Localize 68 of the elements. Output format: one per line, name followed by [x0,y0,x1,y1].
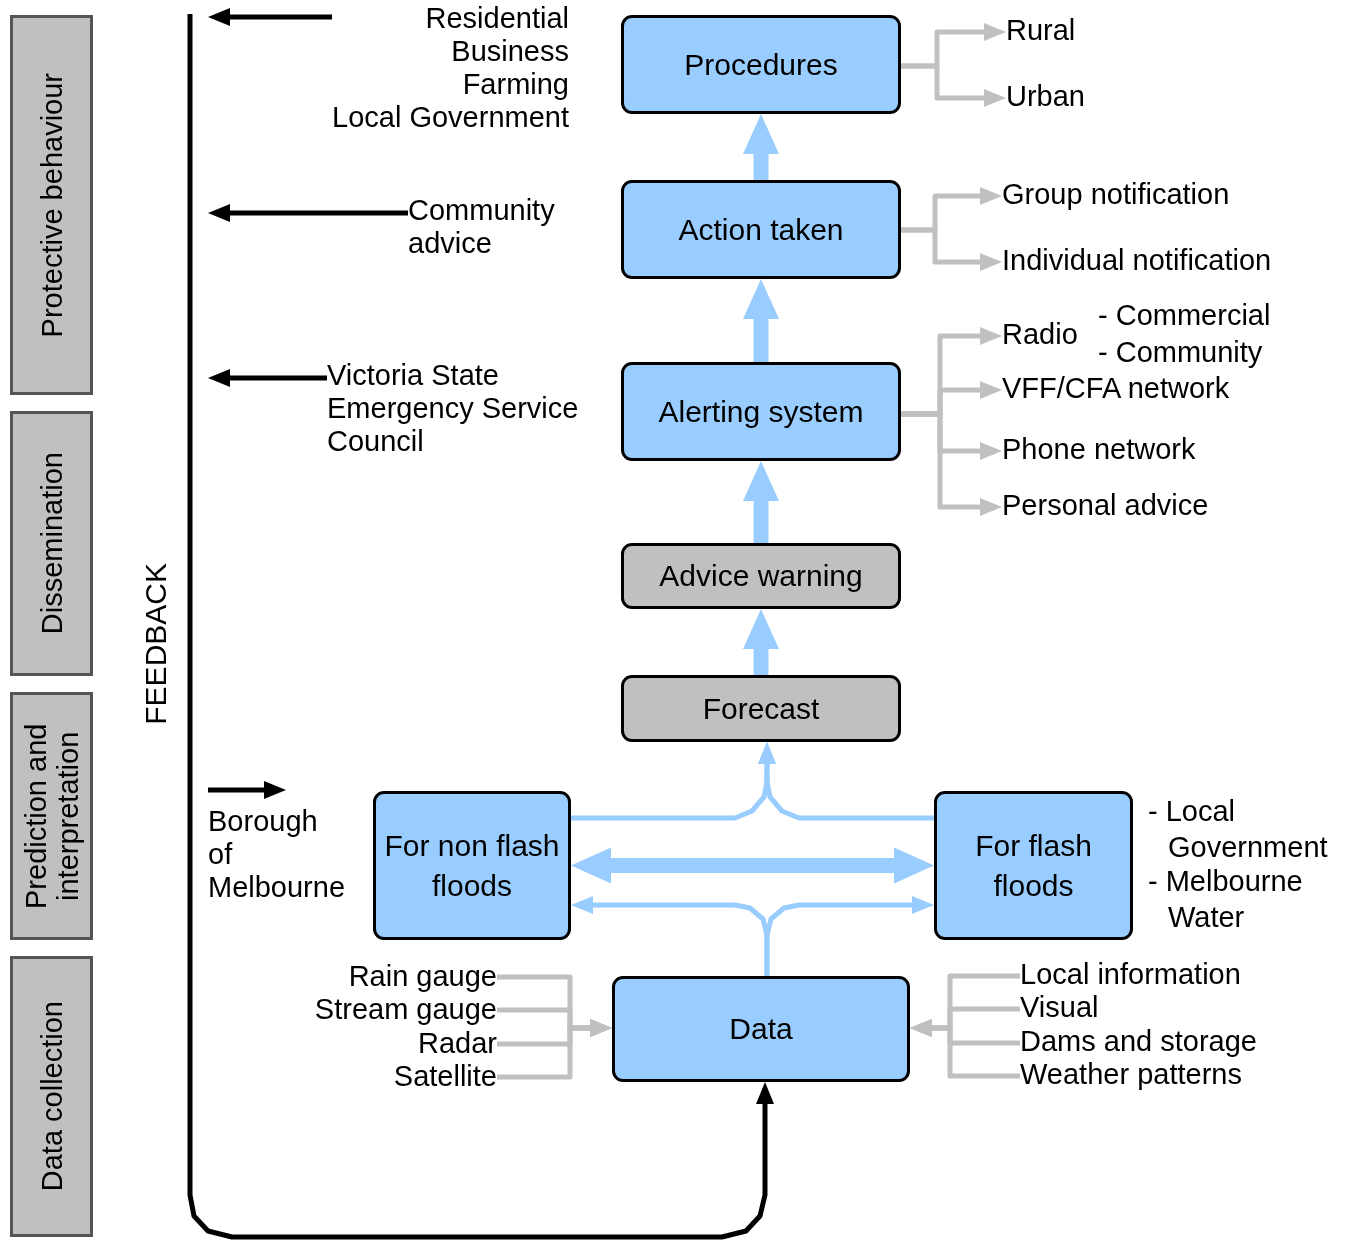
node-label: Weather patterns [1020,1058,1300,1092]
node-label: Council [327,425,424,458]
arrow [743,279,779,362]
node-label: Urban [1006,80,1126,116]
stage-band [10,15,93,395]
box-label: Data [729,1011,793,1047]
node-label: Local information [1020,958,1290,992]
node-label: Business [451,35,569,68]
box-label: Advice warning [659,558,863,594]
node-label: Phone network [1002,433,1252,469]
node-label: Stream gauge [280,993,497,1026]
node-label: Rural [1006,14,1126,50]
feedback-arrow [187,14,774,1240]
arrow [743,609,779,675]
process-box [621,543,901,609]
arrow [743,114,779,180]
arrow [901,227,1002,271]
node-label: Borough of Melbourne [208,805,346,920]
process-box [621,675,901,742]
node-label: Visual [1020,991,1290,1025]
node-label: Group notification [1002,178,1292,214]
node-label: Individual notification [1002,244,1322,280]
feedback-label: FEEDBACK [140,563,172,725]
node-label: Farming [462,68,569,101]
node-label: Residential [425,2,569,35]
arrow [901,63,1006,107]
stage-label: Protective behaviour [35,72,68,338]
process-box [621,15,901,114]
process-box [934,791,1133,940]
node-label: Radio [1002,318,1094,354]
arrow [901,411,1002,516]
arrow [208,8,333,26]
side-note: - Community [1098,335,1264,370]
process-box [621,362,901,461]
side-note: - Melbourne Water [1148,864,1304,935]
arrow [208,369,327,387]
node-label: Victoria State Emergency Service [327,359,580,425]
node-label: Satellite [280,1060,497,1093]
stage-band [10,692,93,940]
stage-label: Dissemination [35,452,68,635]
box-label: Alerting system [658,393,864,430]
box-label: For flash floods [974,827,1093,904]
node-label: Dams and storage [1020,1025,1300,1059]
node-label: Radar [280,1027,497,1060]
stage-band [10,956,93,1237]
box-label: Forecast [702,690,820,727]
process-box [621,180,901,279]
node-label: Local Government [332,101,569,134]
node-label: Community advice [408,194,555,272]
node-label: Rain gauge [280,960,497,993]
stage-label: Prediction and interpretation [19,722,84,911]
stage-label: Data collection [35,1001,68,1192]
stage-band [10,411,93,676]
arrow [208,781,286,799]
arrow [758,742,934,821]
box-label: Action taken [678,211,844,248]
box-label: For non flash floods [383,827,561,904]
side-note: - Commercial [1098,298,1272,333]
process-box [612,976,910,1082]
arrow [743,461,779,543]
arrow [764,896,934,976]
side-note: - Local Government [1148,794,1329,865]
process-box [373,791,571,940]
node-label: Personal advice [1002,489,1262,525]
double-arrow [571,847,934,884]
node-label: VFF/CFA network [1002,372,1292,408]
box-label: Procedures [684,46,838,83]
arrow [208,204,408,222]
